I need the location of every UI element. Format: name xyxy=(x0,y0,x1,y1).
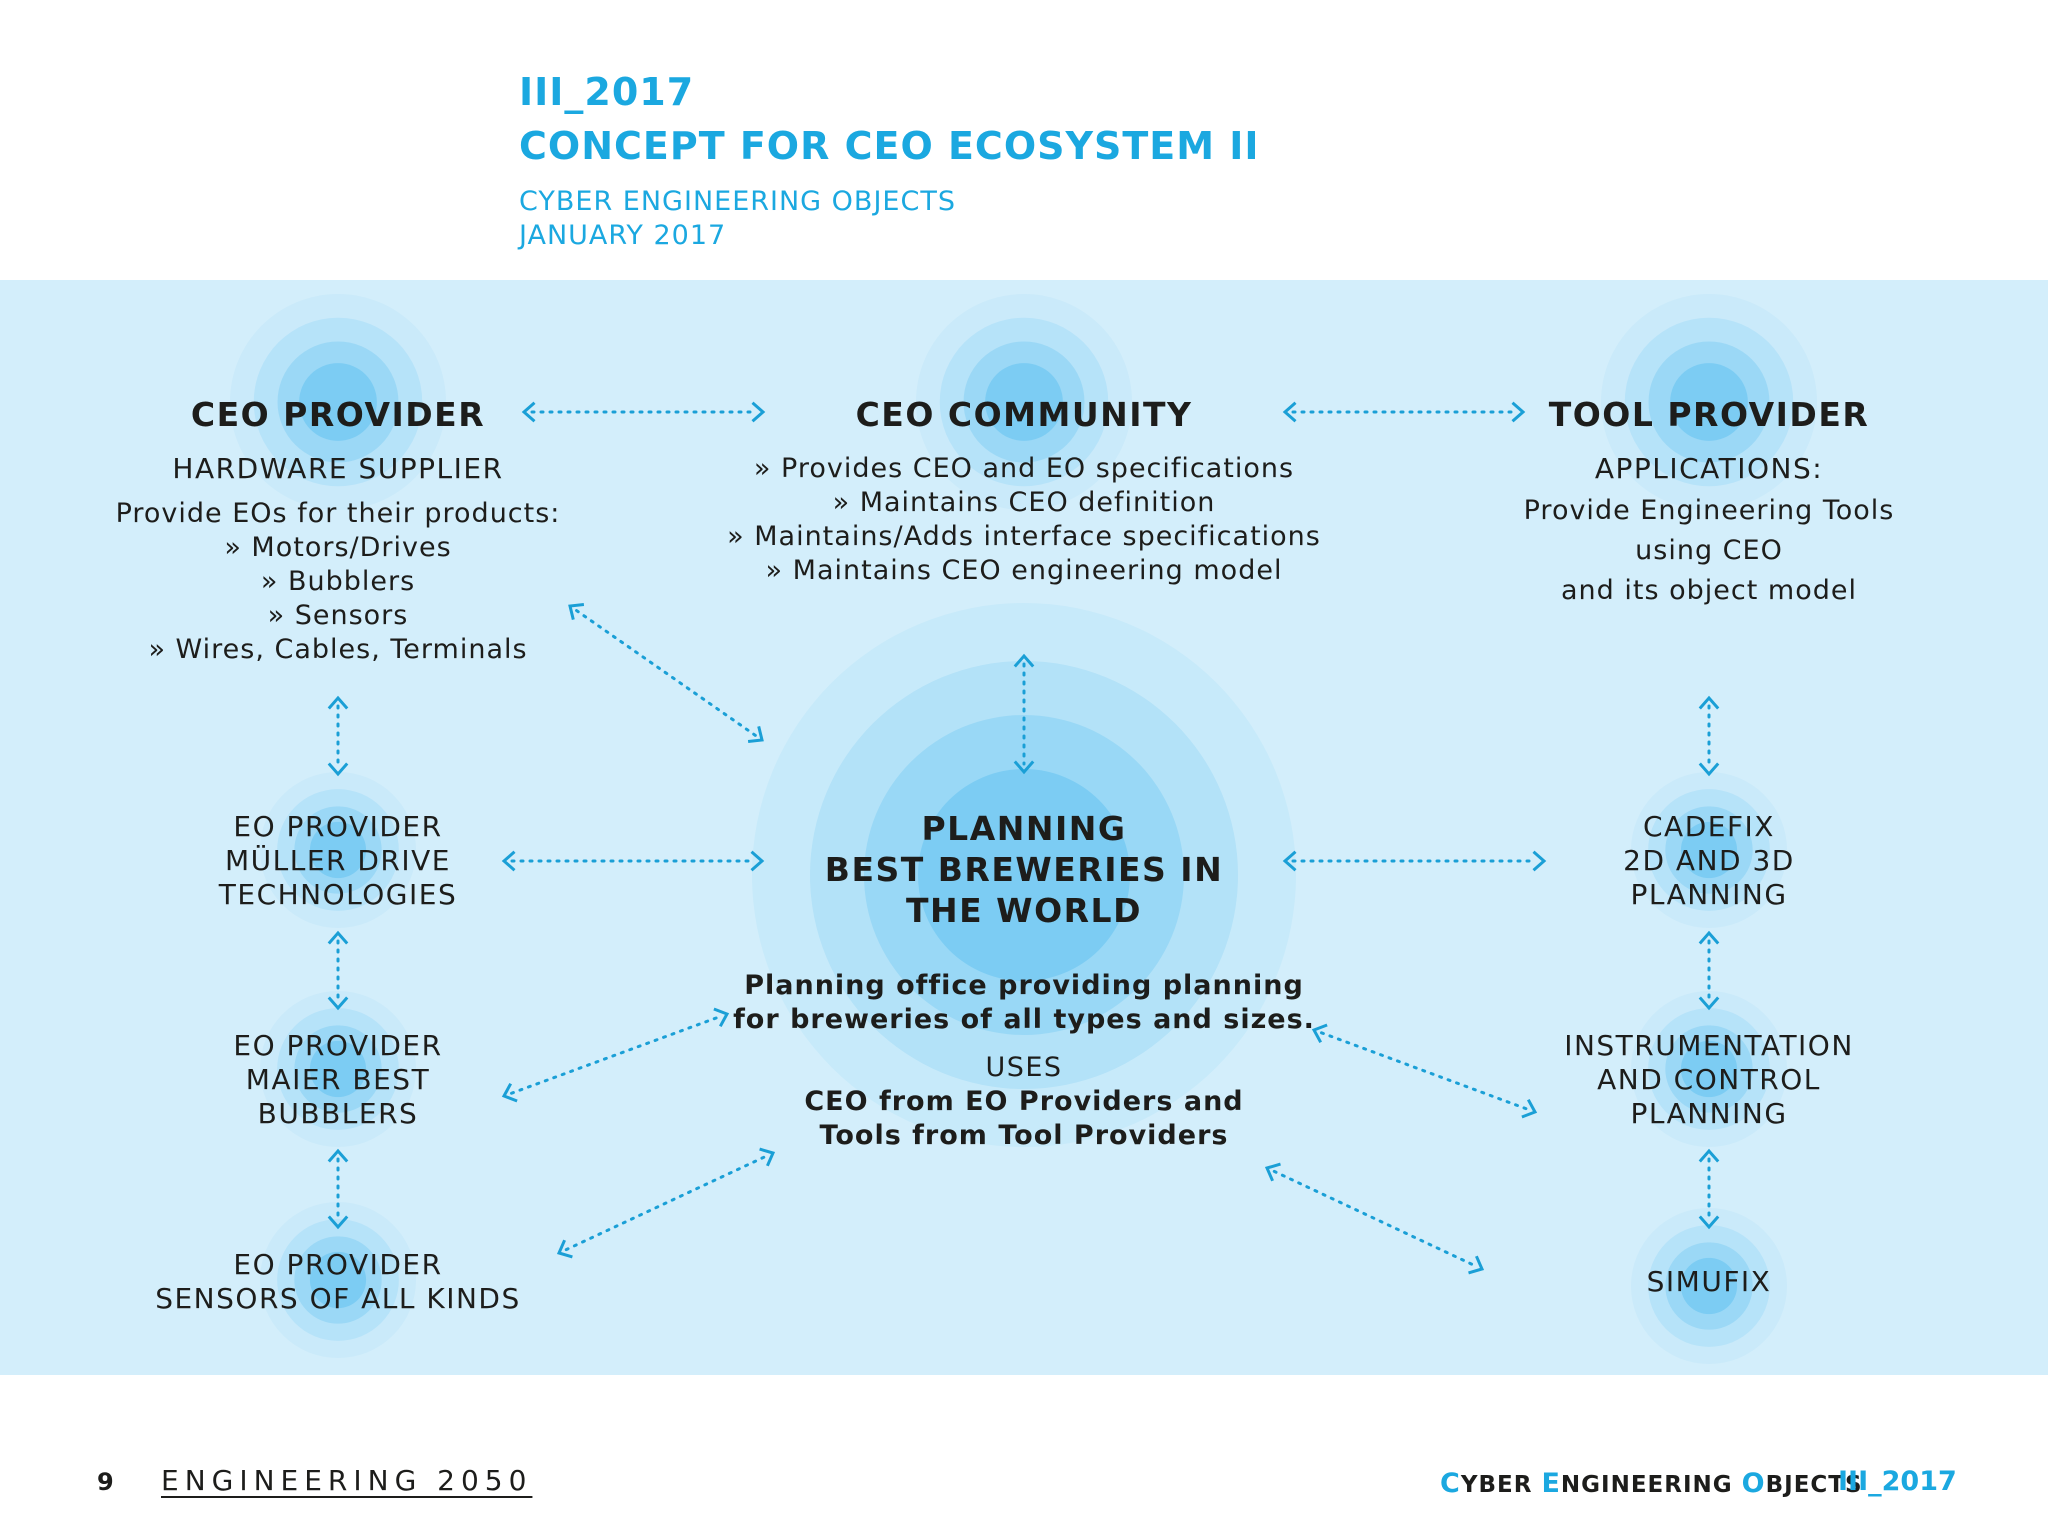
double-arrow-icon xyxy=(1698,1148,1720,1230)
double-arrow-icon xyxy=(327,930,349,1011)
magazine-name: ENGINEERING 2050 xyxy=(161,1464,533,1497)
list-item: Provide Engineering Tools xyxy=(1523,495,1895,526)
list-item: » Wires, Cables, Terminals xyxy=(148,634,528,665)
double-arrow-icon xyxy=(1282,850,1547,872)
list-item: » Maintains/Adds interface specification… xyxy=(727,521,1321,552)
node-line: BUBBLERS xyxy=(257,1097,419,1130)
node-line: CADEFIX xyxy=(1642,810,1775,843)
double-arrow-icon xyxy=(1282,401,1526,423)
ceo-provider-subtitle: HARDWARE SUPPLIER xyxy=(172,452,504,485)
ceo-community-glow xyxy=(916,294,1132,510)
center-uses: USES CEO from EO Providers and Tools fro… xyxy=(733,1051,1315,1153)
series-rest: YBER xyxy=(1460,1472,1542,1498)
center-uses-line: Tools from Tool Providers xyxy=(819,1120,1229,1151)
ceo-provider-title: CEO PROVIDER xyxy=(190,395,486,434)
tool-provider-node: TOOL PROVIDER APPLICATIONS: Provide Engi… xyxy=(1524,395,1895,611)
simufix-node: SIMUFIX xyxy=(1647,1265,1772,1299)
list-item: » Maintains CEO definition xyxy=(832,487,1216,518)
double-arrow-icon xyxy=(1698,695,1720,777)
node-line: AND CONTROL xyxy=(1597,1063,1821,1096)
list-item: » Provides CEO and EO specifications xyxy=(753,453,1295,484)
double-arrow-icon xyxy=(568,603,764,743)
list-item: using CEO xyxy=(1635,535,1783,566)
cadefix-glow xyxy=(1631,772,1787,928)
double-arrow-icon xyxy=(1698,930,1720,1011)
center-desc-line: Planning office providing planning xyxy=(744,970,1304,1001)
eo-provider-sensors-node: EO PROVIDER SENSORS OF ALL KINDS xyxy=(155,1248,521,1316)
center-title-line: THE WORLD xyxy=(906,891,1142,930)
series-rest: BJECTS xyxy=(1765,1472,1863,1498)
tool-provider-title: TOOL PROVIDER xyxy=(1548,395,1870,434)
center-title: PLANNING BEST BREWERIES IN THE WORLD xyxy=(733,808,1315,931)
list-item: and its object model xyxy=(1561,575,1857,606)
list-item: » Bubblers xyxy=(260,566,416,597)
series-initial: E xyxy=(1541,1468,1561,1499)
double-arrow-icon xyxy=(1264,1162,1485,1275)
list-item: Provide EOs for their products: xyxy=(115,498,561,529)
subtitle-line-1: CYBER ENGINEERING OBJECTS xyxy=(519,186,956,217)
center-node: PLANNING BEST BREWERIES IN THE WORLD Pla… xyxy=(733,808,1315,1153)
node-line: EO PROVIDER xyxy=(233,810,443,843)
issue-label: III_2017 xyxy=(519,70,695,114)
double-arrow-icon xyxy=(501,1007,730,1103)
double-arrow-icon xyxy=(556,1147,776,1259)
tool-provider-list: Provide Engineering Tools using CEO and … xyxy=(1524,491,1895,611)
double-arrow-icon xyxy=(327,1148,349,1230)
eo-maier-glow xyxy=(260,991,416,1147)
footer-issue: III_2017 xyxy=(1838,1466,1957,1497)
node-line: MÜLLER DRIVE xyxy=(224,844,452,877)
double-arrow-icon xyxy=(327,695,349,777)
diagram-panel: CEO PROVIDER HARDWARE SUPPLIER Provide E… xyxy=(0,280,2048,1375)
eo-muller-glow xyxy=(260,772,416,928)
eo-provider-muller-node: EO PROVIDER MÜLLER DRIVE TECHNOLOGIES xyxy=(219,810,457,912)
center-title-line: BEST BREWERIES IN xyxy=(824,850,1224,889)
center-uses-label: USES xyxy=(985,1052,1063,1083)
instrumentation-glow xyxy=(1631,991,1787,1147)
node-line: PLANNING xyxy=(1630,878,1788,911)
double-arrow-icon xyxy=(1311,1023,1538,1119)
ceo-provider-glow xyxy=(230,294,446,510)
list-item: » Sensors xyxy=(267,600,409,631)
node-line: 2D AND 3D xyxy=(1623,844,1795,877)
node-line: SIMUFIX xyxy=(1646,1265,1772,1298)
series-rest: NGINEERING xyxy=(1560,1472,1742,1498)
double-arrow-icon xyxy=(501,850,765,872)
node-line: TECHNOLOGIES xyxy=(218,878,458,911)
node-line: INSTRUMENTATION xyxy=(1564,1029,1854,1062)
tool-provider-subtitle: APPLICATIONS: xyxy=(1594,452,1824,485)
instrumentation-node: INSTRUMENTATION AND CONTROL PLANNING xyxy=(1564,1029,1854,1131)
ceo-provider-list: Provide EOs for their products: » Motors… xyxy=(116,497,561,667)
node-line: PLANNING xyxy=(1630,1097,1788,1130)
diagram-graphics xyxy=(230,294,1817,1364)
eo-provider-maier-node: EO PROVIDER MAIER BEST BUBBLERS xyxy=(233,1029,442,1131)
ceo-provider-node: CEO PROVIDER HARDWARE SUPPLIER Provide E… xyxy=(116,395,561,667)
series-initial: O xyxy=(1741,1468,1766,1499)
node-line: EO PROVIDER xyxy=(233,1029,443,1062)
center-description: Planning office providing planning for b… xyxy=(733,969,1315,1037)
page-title: CONCEPT FOR CEO ECOSYSTEM II xyxy=(519,124,1260,168)
double-arrow-icon xyxy=(521,401,766,423)
node-line: EO PROVIDER xyxy=(233,1248,443,1281)
list-item: » Maintains CEO engineering model xyxy=(765,555,1283,586)
series-initial: C xyxy=(1440,1468,1461,1499)
page-number: 9 xyxy=(97,1468,114,1496)
list-item: » Motors/Drives xyxy=(224,532,452,563)
center-desc-line: for breweries of all types and sizes. xyxy=(733,1004,1315,1035)
node-line: SENSORS OF ALL KINDS xyxy=(155,1282,521,1315)
simufix-glow xyxy=(1631,1208,1787,1364)
tool-provider-glow xyxy=(1601,294,1817,510)
center-title-line: PLANNING xyxy=(921,809,1127,848)
series-name: CYBER ENGINEERING OBJECTS xyxy=(1440,1468,1863,1499)
cadefix-node: CADEFIX 2D AND 3D PLANNING xyxy=(1623,810,1795,912)
subtitle-line-2: JANUARY 2017 xyxy=(519,220,727,251)
center-uses-line: CEO from EO Providers and xyxy=(804,1086,1244,1117)
ceo-community-title: CEO COMMUNITY xyxy=(855,395,1193,434)
eo-sensors-glow xyxy=(260,1202,416,1358)
ceo-community-node: CEO COMMUNITY » Provides CEO and EO spec… xyxy=(727,395,1321,588)
center-glow xyxy=(752,603,1296,1147)
ceo-community-list: » Provides CEO and EO specifications » M… xyxy=(727,452,1321,588)
double-arrow-icon xyxy=(1013,653,1035,775)
node-line: MAIER BEST xyxy=(245,1063,431,1096)
